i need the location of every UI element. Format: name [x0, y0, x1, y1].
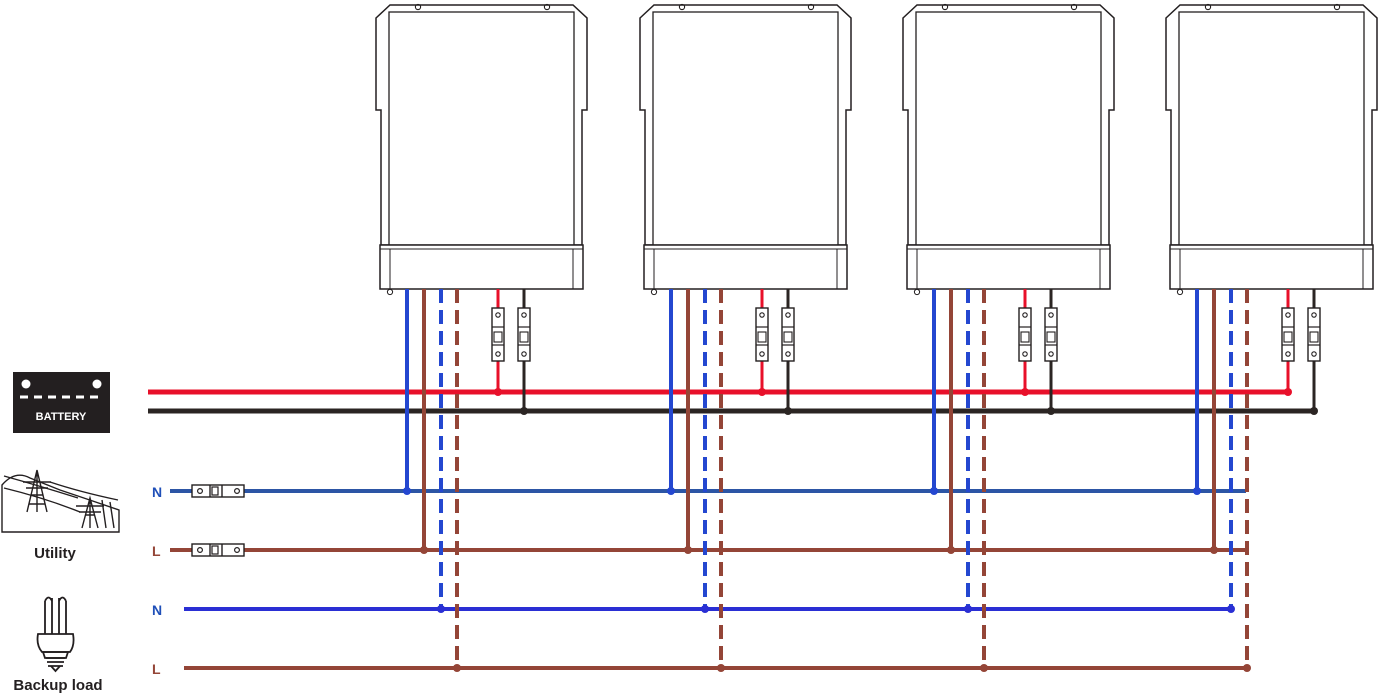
inverter-bottom-panel: [906, 244, 1111, 290]
inverter-front-panel: [652, 11, 839, 246]
inverter-bottom-panel: [643, 244, 848, 290]
junction-dot: [980, 664, 988, 672]
junction-dot: [1284, 388, 1292, 396]
junction-dot: [453, 664, 461, 672]
inverter-unit: [375, 3, 588, 296]
junction-dot: [520, 407, 528, 415]
junction-dot: [1310, 407, 1318, 415]
utility-neutral-breaker: [191, 484, 245, 498]
junction-dot: [784, 407, 792, 415]
utility-line-breaker: [191, 543, 245, 557]
utility-label: Utility: [34, 545, 76, 562]
dc-breaker: [1281, 307, 1295, 362]
junction-dot: [930, 487, 938, 495]
dc-breaker: [517, 307, 531, 362]
junction-dot: [403, 487, 411, 495]
junction-dot: [1243, 664, 1251, 672]
utility-tower-icon: [1, 469, 120, 533]
inverter-unit: [639, 3, 852, 296]
junction-dot: [1210, 546, 1218, 554]
junction-dot: [947, 546, 955, 554]
junction-dot: [1021, 388, 1029, 396]
junction-dot: [494, 388, 502, 396]
dc-breaker: [1018, 307, 1032, 362]
load-l-label: L: [152, 661, 161, 677]
junction-dot: [758, 388, 766, 396]
junction-dot: [1227, 605, 1235, 613]
dc-breaker: [755, 307, 769, 362]
inverter-front-panel: [1178, 11, 1365, 246]
junction-dot: [684, 546, 692, 554]
inverter-unit: [1165, 3, 1378, 296]
backup-load-label: Backup load: [13, 677, 102, 693]
junction-dot: [1193, 487, 1201, 495]
junction-dot: [1047, 407, 1055, 415]
junction-dot: [717, 664, 725, 672]
light-bulb-icon: [36, 596, 75, 673]
junction-dot: [667, 487, 675, 495]
load-n-label: N: [152, 602, 162, 618]
inverter-bottom-panel: [379, 244, 584, 290]
junction-dot: [701, 605, 709, 613]
inverter-bottom-panel: [1169, 244, 1374, 290]
dc-breaker: [491, 307, 505, 362]
junction-dot: [420, 546, 428, 554]
battery-symbol: BATTERY: [13, 372, 110, 433]
dc-breaker: [781, 307, 795, 362]
utility-l-label: L: [152, 543, 161, 559]
utility-n-label: N: [152, 484, 162, 500]
junction-dot: [437, 605, 445, 613]
inverter-front-panel: [915, 11, 1102, 246]
junction-dot: [964, 605, 972, 613]
dc-breaker: [1307, 307, 1321, 362]
inverter-front-panel: [388, 11, 575, 246]
battery-label: BATTERY: [36, 411, 87, 423]
dc-breaker: [1044, 307, 1058, 362]
inverter-unit: [902, 3, 1115, 296]
